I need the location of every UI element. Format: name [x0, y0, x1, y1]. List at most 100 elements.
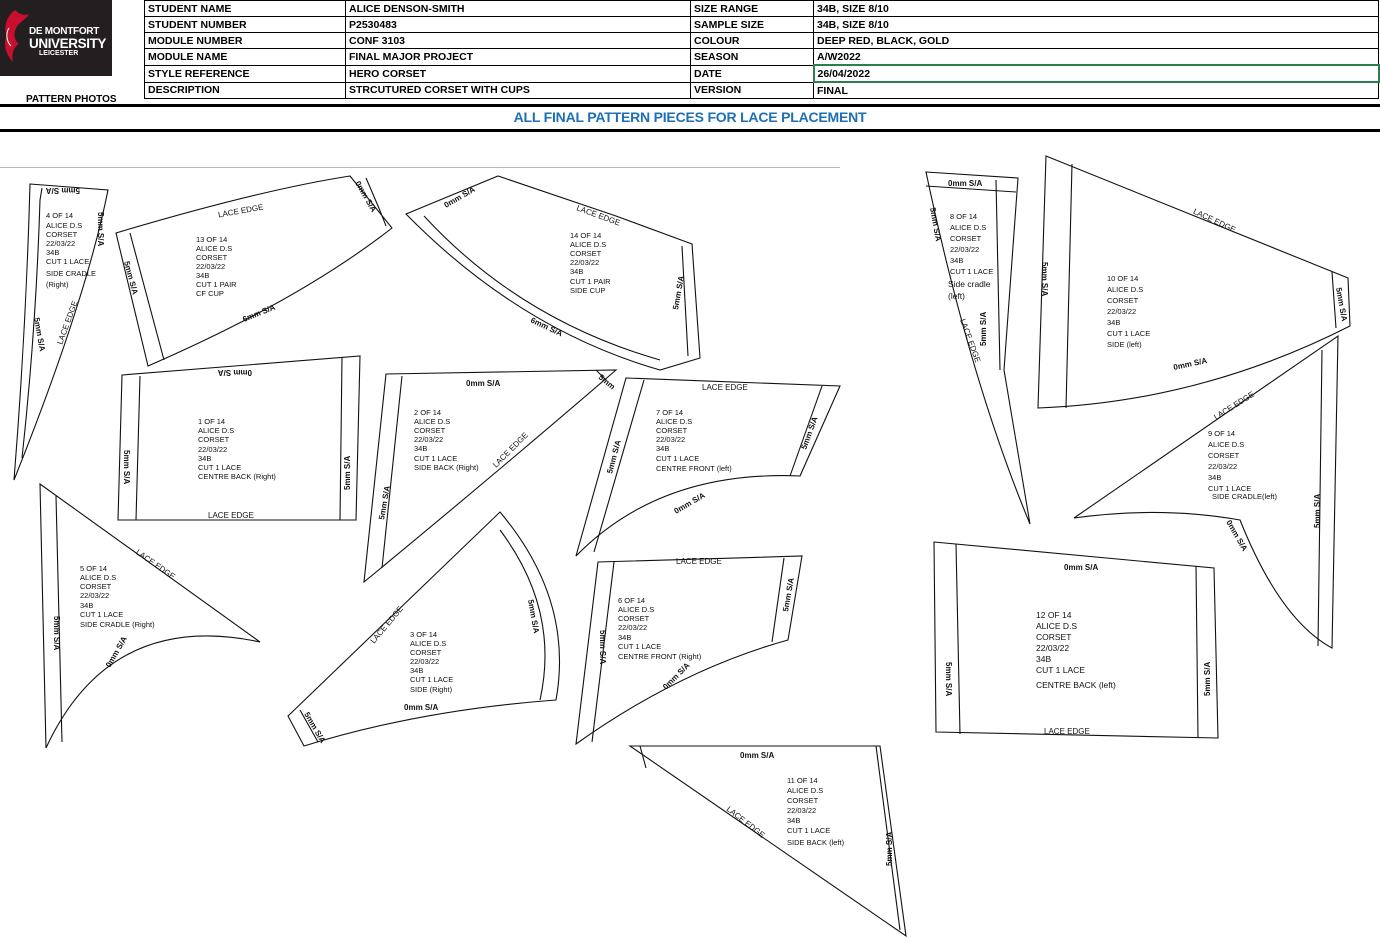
header-row: MODULE NUMBER CONF 3103 COLOUR DEEP RED,… — [144, 32, 1379, 49]
field-value[interactable]: 34B, SIZE 8/10 — [813, 16, 1379, 33]
header-row: MODULE NAME FINAL MAJOR PROJECT SEASON A… — [144, 48, 1379, 66]
svg-text:3 OF 14: 3 OF 14 — [410, 630, 437, 639]
svg-text:CUT 1 LACE: CUT 1 LACE — [1208, 484, 1251, 493]
svg-text:CORSET: CORSET — [618, 614, 650, 623]
svg-text:5mm S/A: 5mm S/A — [122, 450, 131, 484]
svg-text:ALICE D.S: ALICE D.S — [950, 223, 986, 232]
field-label[interactable]: STUDENT NUMBER — [144, 16, 346, 33]
field-value[interactable]: STRCUTURED CORSET WITH CUPS — [345, 81, 691, 99]
svg-text:ALICE D.S: ALICE D.S — [618, 605, 654, 614]
svg-text:CUT 1 PAIR: CUT 1 PAIR — [570, 277, 611, 286]
pattern-piece-6[interactable]: LACE EDGE 5mm S/A 5mm S/A 0mm S/A 6 OF 1… — [575, 555, 803, 746]
field-value[interactable]: FINAL — [813, 81, 1379, 99]
svg-text:22/03/22: 22/03/22 — [46, 239, 75, 248]
svg-text:CENTRE BACK (Right): CENTRE BACK (Right) — [198, 472, 276, 481]
svg-text:LACE EDGE: LACE EDGE — [134, 548, 177, 582]
header-row: STYLE REFERENCE HERO CORSET DATE 26/04/2… — [144, 64, 1380, 83]
svg-text:CORSET: CORSET — [46, 230, 78, 239]
svg-text:34B: 34B — [46, 248, 59, 257]
svg-text:ALICE D.S: ALICE D.S — [198, 426, 234, 435]
field-label[interactable]: STYLE REFERENCE — [144, 64, 346, 83]
field-label[interactable]: DATE — [690, 64, 814, 83]
svg-text:LACE EDGE: LACE EDGE — [369, 604, 405, 645]
pattern-piece-5[interactable]: LACE EDGE 5mm S/A 0mm S/A 5 OF 14 ALICE … — [39, 482, 261, 749]
selected-cell[interactable]: 26/04/2022 — [812, 64, 1380, 83]
svg-text:LACE EDGE: LACE EDGE — [1192, 207, 1237, 235]
logo-line-1: DE MONTFORT — [29, 26, 100, 37]
svg-text:CF CUP: CF CUP — [196, 289, 224, 298]
field-label[interactable]: STUDENT NAME — [144, 0, 346, 17]
svg-text:CORSET: CORSET — [414, 426, 446, 435]
svg-text:CUT 1 LACE: CUT 1 LACE — [46, 257, 89, 266]
field-label[interactable]: COLOUR — [690, 32, 814, 49]
svg-text:LACE EDGE: LACE EDGE — [491, 431, 530, 470]
svg-text:CORSET: CORSET — [196, 253, 228, 262]
svg-text:34B: 34B — [410, 666, 423, 675]
pattern-piece-4[interactable]: 5mm S/A 5mm S/A 5mm S/A LACE EDGE 4 OF 1… — [13, 183, 109, 481]
svg-text:5mm S/A: 5mm S/A — [46, 186, 80, 195]
svg-text:LACE EDGE: LACE EDGE — [55, 300, 79, 346]
svg-text:SIDE CRADLE (Right): SIDE CRADLE (Right) — [80, 620, 155, 629]
svg-text:ALICE D.S: ALICE D.S — [1107, 285, 1143, 294]
svg-text:SIDE (left): SIDE (left) — [1107, 340, 1142, 349]
field-label[interactable]: MODULE NAME — [144, 48, 346, 66]
pattern-piece-14[interactable]: 0mm S/A LACE EDGE 5mm S/A 6mm S/A 14 OF … — [405, 175, 701, 371]
svg-text:(Right): (Right) — [46, 280, 69, 289]
svg-text:22/03/22: 22/03/22 — [1107, 307, 1136, 316]
field-value[interactable]: FINAL MAJOR PROJECT — [345, 48, 691, 66]
svg-text:5mm S/A: 5mm S/A — [52, 616, 61, 650]
field-label[interactable]: SEASON — [690, 48, 814, 66]
field-label[interactable]: MODULE NUMBER — [144, 32, 346, 49]
svg-text:CORSET: CORSET — [570, 249, 602, 258]
field-label[interactable]: SIZE RANGE — [690, 0, 814, 17]
field-value[interactable]: ALICE DENSON-SMITH — [345, 0, 691, 17]
pattern-piece-12[interactable]: 0mm S/A 5mm S/A 5mm S/A LACE EDGE 12 OF … — [933, 541, 1219, 739]
svg-text:LACE EDGE: LACE EDGE — [1212, 390, 1256, 422]
svg-text:5mm S/A: 5mm S/A — [1313, 494, 1322, 528]
svg-text:CUT 1 LACE: CUT 1 LACE — [1107, 329, 1150, 338]
pattern-piece-13[interactable]: LACE EDGE 0mm S/A 5mm S/A 6mm S/A 13 OF … — [115, 175, 393, 367]
field-value[interactable]: CONF 3103 — [345, 32, 691, 49]
svg-text:SIDE BACK (Right): SIDE BACK (Right) — [414, 463, 479, 472]
svg-text:10 OF 14: 10 OF 14 — [1107, 274, 1138, 283]
svg-text:22/03/22: 22/03/22 — [1036, 643, 1069, 653]
svg-text:CENTRE FRONT (left): CENTRE FRONT (left) — [656, 464, 732, 473]
pattern-piece-10[interactable]: LACE EDGE 5mm S/A 5mm S/A 0mm S/A 10 OF … — [1037, 155, 1351, 409]
field-label[interactable]: VERSION — [690, 81, 814, 99]
field-value[interactable]: P2530483 — [345, 16, 691, 33]
svg-text:5mm S/A: 5mm S/A — [302, 711, 327, 745]
svg-text:LACE EDGE: LACE EDGE — [725, 804, 767, 839]
svg-text:CENTRE BACK (left): CENTRE BACK (left) — [1036, 680, 1116, 690]
svg-text:6 OF 14: 6 OF 14 — [618, 596, 645, 605]
svg-text:ALICE D.S: ALICE D.S — [787, 786, 823, 795]
pattern-piece-9[interactable]: LACE EDGE 5mm S/A 0mm S/A 9 OF 14 ALICE … — [1073, 334, 1339, 649]
svg-text:0mm S/A: 0mm S/A — [740, 751, 774, 760]
field-value[interactable]: 34B, SIZE 8/10 — [813, 0, 1379, 17]
field-label[interactable]: SAMPLE SIZE — [690, 16, 814, 33]
svg-text:0mm S/A: 0mm S/A — [673, 491, 707, 516]
pattern-piece-1[interactable]: 0mm S/A 5mm S/A 5mm S/A LACE EDGE 1 OF 1… — [117, 355, 361, 521]
pattern-piece-11[interactable]: 0mm S/A LACE EDGE 5mm S/A 11 OF 14 ALICE… — [628, 745, 907, 938]
field-label[interactable]: DESCRIPTION — [144, 81, 346, 99]
pattern-piece-3[interactable]: LACE EDGE 5mm S/A 0mm S/A 5mm S/A 3 OF 1… — [287, 511, 561, 747]
svg-text:34B: 34B — [80, 601, 93, 610]
svg-text:13 OF 14: 13 OF 14 — [196, 235, 227, 244]
svg-text:0mm S/A: 0mm S/A — [1064, 563, 1098, 572]
field-value[interactable]: DEEP RED, BLACK, GOLD — [813, 32, 1379, 49]
svg-text:CORSET: CORSET — [410, 648, 442, 657]
field-value[interactable]: HERO CORSET — [345, 64, 691, 83]
svg-text:CORSET: CORSET — [1208, 451, 1240, 460]
pattern-piece-8[interactable]: 0mm S/A 5mm S/A LACE EDGE 5mm S/A 8 OF 1… — [925, 171, 1031, 525]
field-value[interactable]: A/W2022 — [813, 48, 1379, 66]
pattern-piece-7[interactable]: LACE EDGE 5mm S/A 5mm S/A 0mm S/A 7 OF 1… — [575, 377, 841, 557]
svg-text:ALICE D.S: ALICE D.S — [656, 417, 692, 426]
svg-text:CUT 1 LACE: CUT 1 LACE — [198, 463, 241, 472]
svg-text:0mm S/A: 0mm S/A — [218, 368, 252, 377]
svg-text:34B: 34B — [198, 454, 211, 463]
svg-text:22/03/22: 22/03/22 — [950, 245, 979, 254]
svg-text:0mm S/A: 0mm S/A — [661, 661, 692, 692]
svg-text:34B: 34B — [196, 271, 209, 280]
pattern-piece-2[interactable]: 0mm S/A 5mm 5mm S/A LACE EDGE 2 OF 14 AL… — [363, 369, 618, 584]
sheet-divider — [0, 167, 840, 168]
svg-text:1 OF 14: 1 OF 14 — [198, 417, 225, 426]
